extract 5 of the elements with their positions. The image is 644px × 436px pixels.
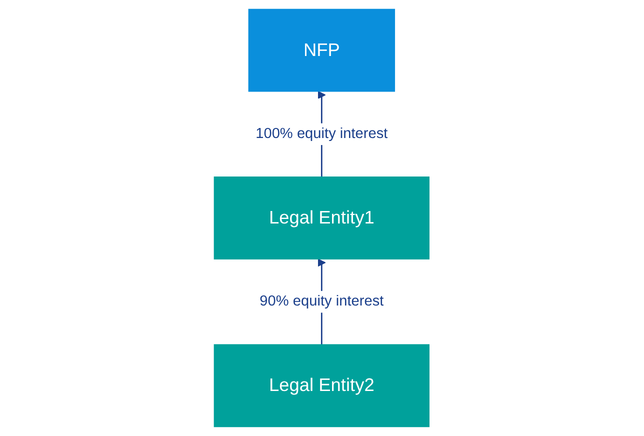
edge-label: 90% equity interest xyxy=(260,294,384,310)
node-box: Legal Entity2 xyxy=(214,344,430,428)
edge-label: 100% equity interest xyxy=(256,126,388,142)
node-box: Legal Entity1 xyxy=(214,176,430,260)
node-box: NFP xyxy=(248,8,396,92)
